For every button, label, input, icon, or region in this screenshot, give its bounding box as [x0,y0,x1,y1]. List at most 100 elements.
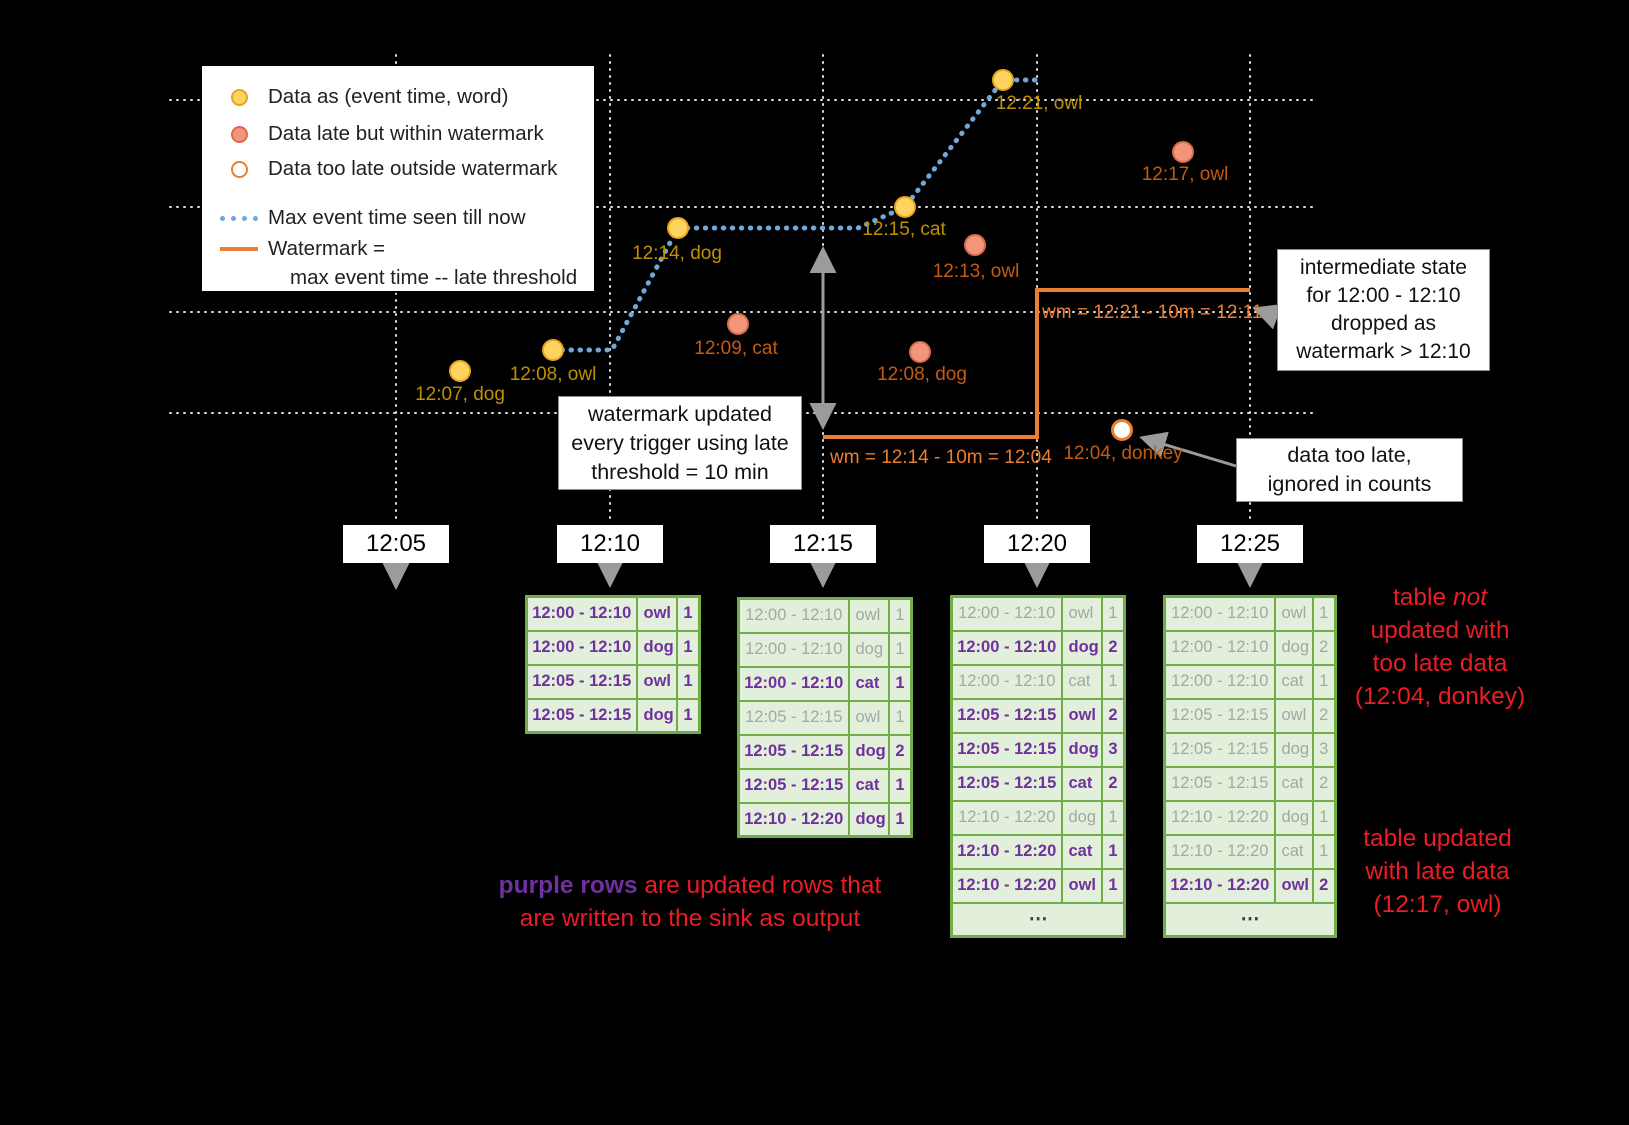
table-cell-window: 12:00 - 12:10 [1163,629,1276,666]
table-cell-count: 1 [1100,663,1126,700]
watermark-label-2: wm = 12:21 - 10m = 12:11 [1042,302,1263,323]
point-label: 12:17, owl [1141,164,1229,185]
legend-item-late: Data late but within watermark [220,121,544,147]
purple-rows-highlight: purple rows [498,872,638,899]
note-line: with late data [1365,858,1510,885]
table-cell-word: dog [847,733,890,770]
legend-label: Max event time seen till now [268,206,526,229]
point-12-15-cat [894,196,916,218]
callout-line: threshold = 10 min [591,459,769,484]
dotted-line-icon [220,215,258,221]
table-cell-count: 1 [675,663,701,700]
legend-label: Data too late outside watermark [268,157,558,180]
table-cell-count: 1 [675,697,701,734]
watermark-line [823,288,1250,439]
table-cell-window: 12:00 - 12:10 [950,629,1063,666]
table-cell-window: 12:10 - 12:20 [950,833,1063,870]
table-cell-window: 12:05 - 12:15 [1163,765,1276,802]
table-cell-window: 12:10 - 12:20 [950,867,1063,904]
callout-watermark-updated: watermark updated every trigger using la… [558,396,802,490]
table-cell-word: dog [1060,629,1103,666]
table-cell-count: 1 [675,629,701,666]
note-text: table [1393,584,1453,611]
legend: Data as (event time, word) Data late but… [200,64,596,293]
ellipsis-cell: ⋯ [950,901,1126,938]
table-cell-window: 12:00 - 12:10 [525,629,638,666]
legend-label: max event time -- late threshold [290,266,578,289]
note-text-italic: not [1452,584,1487,611]
on-time-dot-icon [220,88,258,106]
table-cell-count: 1 [887,801,913,838]
table-cell-count: 1 [1311,833,1337,870]
table-cell-count: 2 [887,733,913,770]
table-cell-word: cat [1273,663,1314,700]
table-cell-count: 1 [1311,663,1337,700]
callout-line: every trigger using late [571,430,789,455]
table-cell-window: 12:10 - 12:20 [1163,867,1276,904]
table-cell-window: 12:05 - 12:15 [525,663,638,700]
callout-line: dropped as [1330,312,1437,335]
callout-line: watermark updated [587,401,773,426]
note-table-not-updated: table not updated with too late data (12… [1340,581,1540,713]
note-line: purple rows are updated rows that [455,869,925,902]
legend-item-max-event-time: Max event time seen till now [220,205,526,231]
legend-item-watermark-line2: max event time -- late threshold [290,265,577,291]
note-line: are written to the sink as output [519,905,861,932]
legend-item-too-late: Data too late outside watermark [220,156,557,182]
table-cell-window: 12:05 - 12:15 [525,697,638,734]
table-cell-count: 1 [1311,595,1337,632]
table-cell-word: owl [1060,595,1103,632]
table-cell-window: 12:05 - 12:15 [737,699,850,736]
table-cell-window: 12:00 - 12:10 [950,595,1063,632]
table-cell-window: 12:10 - 12:20 [737,801,850,838]
note-purple-rows: purple rows are updated rows that are wr… [455,869,925,935]
table-row-ellipsis: ⋯ [1163,901,1337,938]
table-cell-word: owl [1273,595,1314,632]
point-label: 12:08, dog [877,364,967,385]
point-12-04-donkey [1111,419,1133,441]
solid-line-icon [220,247,258,251]
table-cell-word: owl [847,597,890,634]
table-cell-word: owl [1273,867,1314,904]
callout-line: for 12:00 - 12:10 [1306,284,1461,307]
note-line: table not [1340,581,1540,614]
callout-line: data too late, [1287,443,1412,467]
table-cell-window: 12:00 - 12:10 [525,595,638,632]
table-cell-word: cat [1273,833,1314,870]
table-cell-count: 1 [1100,799,1126,836]
table-cell-window: 12:05 - 12:15 [950,697,1063,734]
tick-12:25: 12:25 [1197,525,1303,563]
table-row-ellipsis: ⋯ [950,901,1126,938]
note-line: (12:17, owl) [1373,891,1502,918]
table-cell-count: 2 [1311,697,1337,734]
table-cell-word: owl [1060,697,1103,734]
table-cell-window: 12:10 - 12:20 [1163,833,1276,870]
table-cell-word: owl [1273,697,1314,734]
table-cell-window: 12:00 - 12:10 [737,597,850,634]
table-cell-word: owl [1060,867,1103,904]
too-late-dot-icon [220,160,258,178]
point-label: 12:09, cat [694,338,778,359]
late-dot-icon [220,125,258,143]
legend-item-watermark: Watermark = [220,236,385,262]
table-cell-count: 1 [887,631,913,668]
table-cell-count: 3 [1100,731,1126,768]
table-cell-word: dog [635,629,678,666]
point-12-08-dog [909,341,931,363]
table-cell-count: 2 [1100,765,1126,802]
